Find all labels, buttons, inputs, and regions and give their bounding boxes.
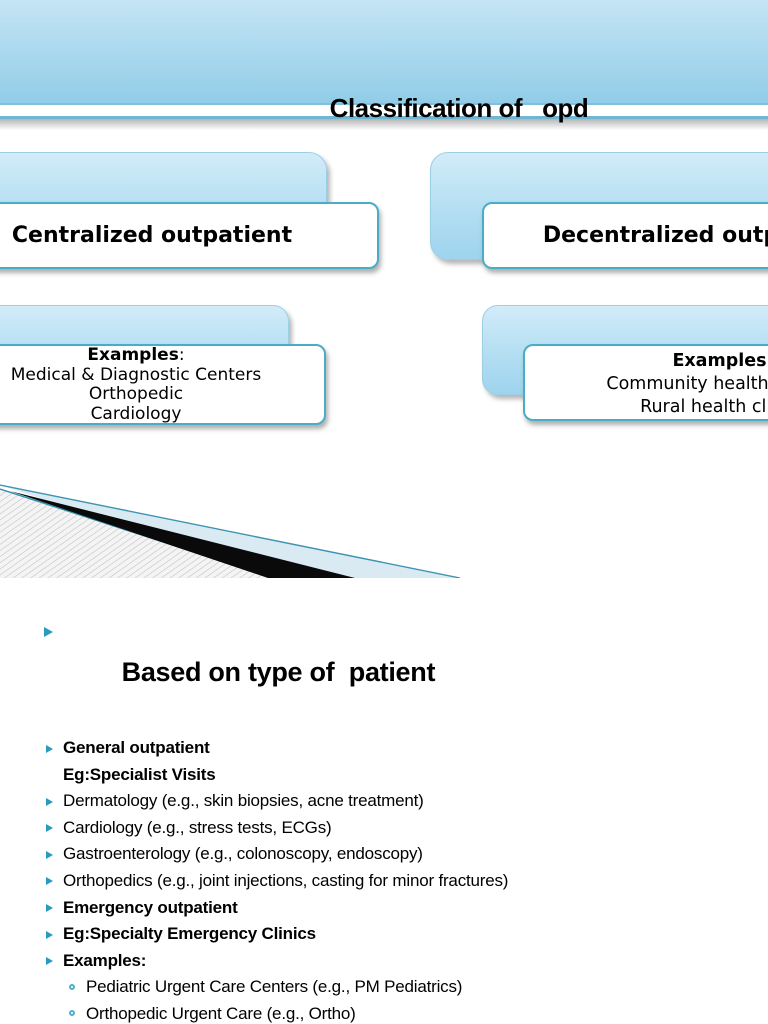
examples-heading: Examples: <box>672 351 768 371</box>
triangle-bullet-icon <box>46 904 53 913</box>
list-subitem: Pediatric Urgent Care Centers (e.g., PM … <box>44 974 768 1001</box>
header-shadow <box>0 119 768 130</box>
diagonal-ribbon-decoration <box>0 484 461 578</box>
decentralized-examples-card: Examples: Community health centers Rural… <box>523 344 768 421</box>
triangle-bullet-icon <box>46 824 53 833</box>
slide-based-on-type-of-patient: Based on type of patient General outpati… <box>0 578 768 1024</box>
examples-heading: Examples: <box>87 345 185 365</box>
triangle-bullet-icon <box>46 930 53 939</box>
triangle-bullet-icon <box>46 850 53 859</box>
list-item: General outpatient <box>44 735 768 762</box>
list-item: Eg:Specialty Emergency Clinics <box>44 921 768 948</box>
list-heading: Based on type of patient <box>44 612 768 732</box>
slide-title: Classification of opd <box>329 93 589 123</box>
triangle-bullet-icon <box>46 957 53 966</box>
centralized-examples-card: Examples: Medical & Diagnostic Centers O… <box>0 344 326 425</box>
triangle-bullet-icon <box>46 797 53 806</box>
header-gradient-band <box>0 0 768 105</box>
example-item: Community health centers <box>606 374 768 394</box>
triangle-bullet-icon <box>46 877 53 886</box>
bullet-list: Based on type of patient General outpati… <box>0 578 768 1024</box>
list-item: Orthopedics (e.g., joint injections, cas… <box>44 868 768 895</box>
list-item: Emergency outpatient <box>44 895 768 922</box>
header-divider-line <box>0 116 768 119</box>
list-item: Examples: <box>44 948 768 975</box>
triangle-bullet-icon <box>44 627 53 637</box>
list-item: Cardiology (e.g., stress tests, ECGs) <box>44 815 768 842</box>
slide-classification-of-opd: Classification of opd Centralized outpat… <box>0 0 768 578</box>
triangle-bullet-icon <box>46 744 53 753</box>
centralized-card-label: Centralized outpatient <box>11 223 293 248</box>
list-item: Eg:Specialist Visits <box>63 764 216 784</box>
example-item: Cardiology <box>90 403 182 424</box>
list-subitem: Orthopedic Urgent Care (e.g., Ortho) <box>44 1001 768 1024</box>
circle-bullet-icon <box>69 983 75 990</box>
decentralized-card: Decentralized outpatient <box>482 202 768 269</box>
example-item: Medical & Diagnostic Centers <box>10 364 262 385</box>
example-item: Orthopedic <box>88 384 184 404</box>
list-item: Gastroenterology (e.g., colonoscopy, end… <box>44 841 768 868</box>
decentralized-card-label: Decentralized outpatient <box>542 223 768 248</box>
circle-bullet-icon <box>69 1010 75 1017</box>
centralized-card: Centralized outpatient <box>0 202 379 269</box>
list-item: Dermatology (e.g., skin biopsies, acne t… <box>44 788 768 815</box>
example-item: Rural health clinics <box>640 397 768 417</box>
